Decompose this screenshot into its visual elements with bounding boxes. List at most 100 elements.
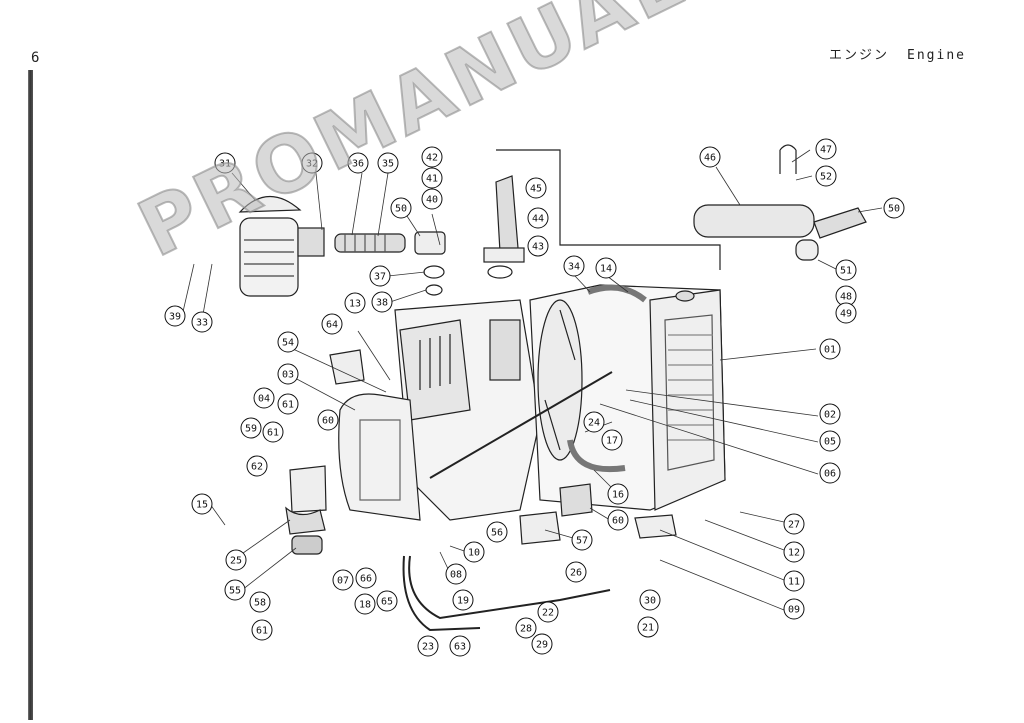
part-callout: 32: [301, 152, 323, 174]
callout-circle: [815, 165, 837, 187]
callout-number: 14: [600, 264, 612, 275]
callout-circle: [164, 305, 186, 327]
callout-circle: [421, 167, 443, 189]
callout-circle: [191, 311, 213, 333]
callout-circle: [249, 591, 271, 613]
part-callout: 26: [565, 561, 587, 583]
callout-number: 40: [426, 195, 438, 206]
part-callout: 39: [164, 305, 186, 327]
callout-number: 18: [359, 600, 371, 611]
callout-circle: [371, 291, 393, 313]
part-callout: 52: [815, 165, 837, 187]
part-callout: 03: [277, 363, 299, 385]
callout-number: 44: [532, 214, 544, 225]
callout-number: 24: [588, 418, 600, 429]
callout-number: 29: [536, 640, 548, 651]
callout-circle: [277, 393, 299, 415]
part-callout: 35: [377, 152, 399, 174]
callout-number: 60: [322, 416, 334, 427]
callout-number: 38: [376, 298, 388, 309]
part-callout: 10: [463, 541, 485, 563]
callout-circle: [191, 493, 213, 515]
part-callout: 49: [835, 302, 857, 324]
part-callout: 54: [277, 331, 299, 353]
callout-number: 09: [788, 605, 800, 616]
engine-brackets: [285, 349, 677, 555]
part-callout: 01: [819, 338, 841, 360]
callout-circle: [815, 138, 837, 160]
callout-circle: [301, 152, 323, 174]
callout-number: 54: [282, 338, 294, 349]
callout-circle: [607, 483, 629, 505]
part-callout: 29: [531, 633, 553, 655]
part-callout: 15: [191, 493, 213, 515]
callout-number: 27: [788, 520, 800, 531]
callout-circle: [355, 567, 377, 589]
callout-circle: [835, 302, 857, 324]
part-callout: 12: [783, 541, 805, 563]
callout-number: 42: [426, 153, 438, 164]
part-callout: 44: [527, 207, 549, 229]
part-callout: 60: [607, 509, 629, 531]
callout-number: 61: [282, 400, 294, 411]
page-number: 6: [31, 50, 40, 66]
callout-number: 02: [824, 410, 836, 421]
callout-circle: [637, 616, 659, 638]
callout-circle: [417, 635, 439, 657]
callout-number: 05: [824, 437, 836, 448]
callout-number: 37: [374, 272, 386, 283]
callout-number: 30: [644, 596, 656, 607]
part-callout: 25: [225, 549, 247, 571]
callout-circle: [246, 455, 268, 477]
callout-circle: [783, 570, 805, 592]
intake-hose: [334, 231, 446, 296]
callout-number: 61: [256, 626, 268, 637]
callout-number: 12: [788, 548, 800, 559]
part-callout: 31: [214, 152, 236, 174]
part-callout: 61: [262, 421, 284, 443]
part-callout: 23: [417, 635, 439, 657]
part-callout: 57: [571, 529, 593, 551]
part-callout: 65: [376, 590, 398, 612]
part-callout: 17: [601, 429, 623, 451]
callout-circle: [277, 331, 299, 353]
callout-number: 23: [422, 642, 434, 653]
part-callout: 48: [835, 285, 857, 307]
part-callout: 38: [371, 291, 393, 313]
part-callout: 41: [421, 167, 443, 189]
callout-circle: [449, 635, 471, 657]
part-callout: 66: [355, 567, 377, 589]
part-callout: 62: [246, 455, 268, 477]
part-callout: 05: [819, 430, 841, 452]
part-callout: 50: [390, 197, 412, 219]
part-callout: 40: [421, 188, 443, 210]
callout-number: 51: [840, 266, 852, 277]
part-callout: 64: [321, 313, 343, 335]
callout-circle: [699, 146, 721, 168]
callout-number: 66: [360, 574, 372, 585]
callout-number: 62: [251, 462, 263, 473]
callout-circle: [377, 152, 399, 174]
callout-number: 61: [267, 428, 279, 439]
callout-number: 33: [196, 318, 208, 329]
callout-circle: [421, 146, 443, 168]
binding-spine: [28, 70, 33, 720]
part-callout: 55: [224, 579, 246, 601]
callout-circle: [369, 265, 391, 287]
callout-number: 65: [381, 597, 393, 608]
callout-circle: [515, 617, 537, 639]
callout-circle: [783, 598, 805, 620]
part-callout: 56: [486, 521, 508, 543]
callout-circle: [531, 633, 553, 655]
muffler: [693, 144, 867, 261]
tie-rod: [429, 371, 613, 479]
fan-shroud: [338, 393, 421, 521]
part-callout: 21: [637, 616, 659, 638]
part-callout: 43: [527, 235, 549, 257]
part-callout: 28: [515, 617, 537, 639]
callout-circle: [225, 549, 247, 571]
part-callout: 22: [537, 601, 559, 623]
callout-circle: [571, 529, 593, 551]
